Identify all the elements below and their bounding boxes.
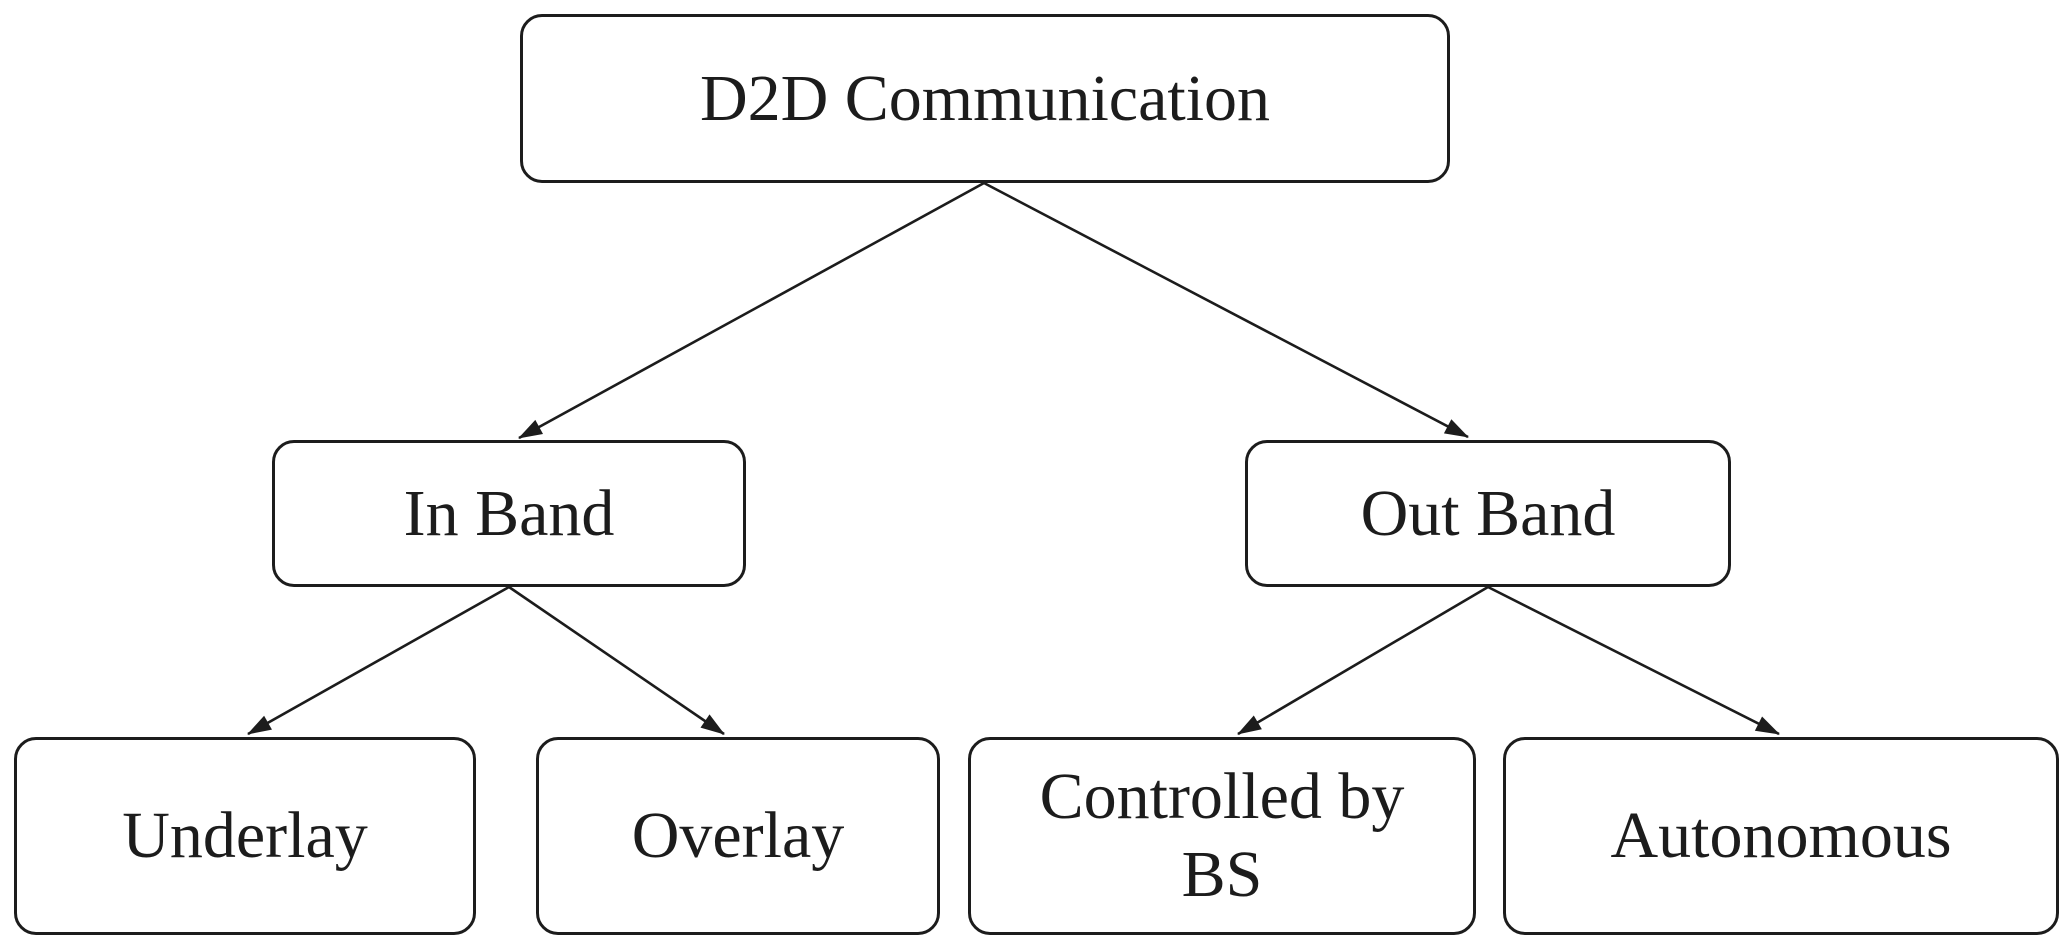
node-out-band-label: Out Band bbox=[1360, 476, 1616, 550]
edge-root-to-in-band bbox=[518, 181, 985, 440]
edge-out-band-to-controlled-by-bs bbox=[1237, 585, 1489, 736]
node-overlay: Overlay bbox=[536, 737, 940, 935]
node-underlay: Underlay bbox=[14, 737, 476, 935]
node-autonomous: Autonomous bbox=[1503, 737, 2059, 935]
node-underlay-label: Underlay bbox=[122, 799, 368, 873]
node-autonomous-label: Autonomous bbox=[1610, 799, 1952, 873]
node-in-band: In Band bbox=[272, 440, 746, 587]
node-controlled-by-bs-label: Controlled by BS bbox=[1039, 760, 1405, 911]
edge-in-band-to-overlay bbox=[508, 585, 725, 736]
node-d2d-communication-label: D2D Communication bbox=[699, 61, 1271, 135]
node-in-band-label: In Band bbox=[403, 476, 615, 550]
edge-root-to-out-band bbox=[983, 181, 1469, 439]
node-overlay-label: Overlay bbox=[631, 799, 845, 873]
node-out-band: Out Band bbox=[1245, 440, 1731, 587]
edge-in-band-to-underlay bbox=[247, 585, 510, 736]
edge-out-band-to-autonomous bbox=[1487, 585, 1780, 736]
node-controlled-by-bs: Controlled by BS bbox=[968, 737, 1476, 935]
node-d2d-communication: D2D Communication bbox=[520, 14, 1450, 183]
